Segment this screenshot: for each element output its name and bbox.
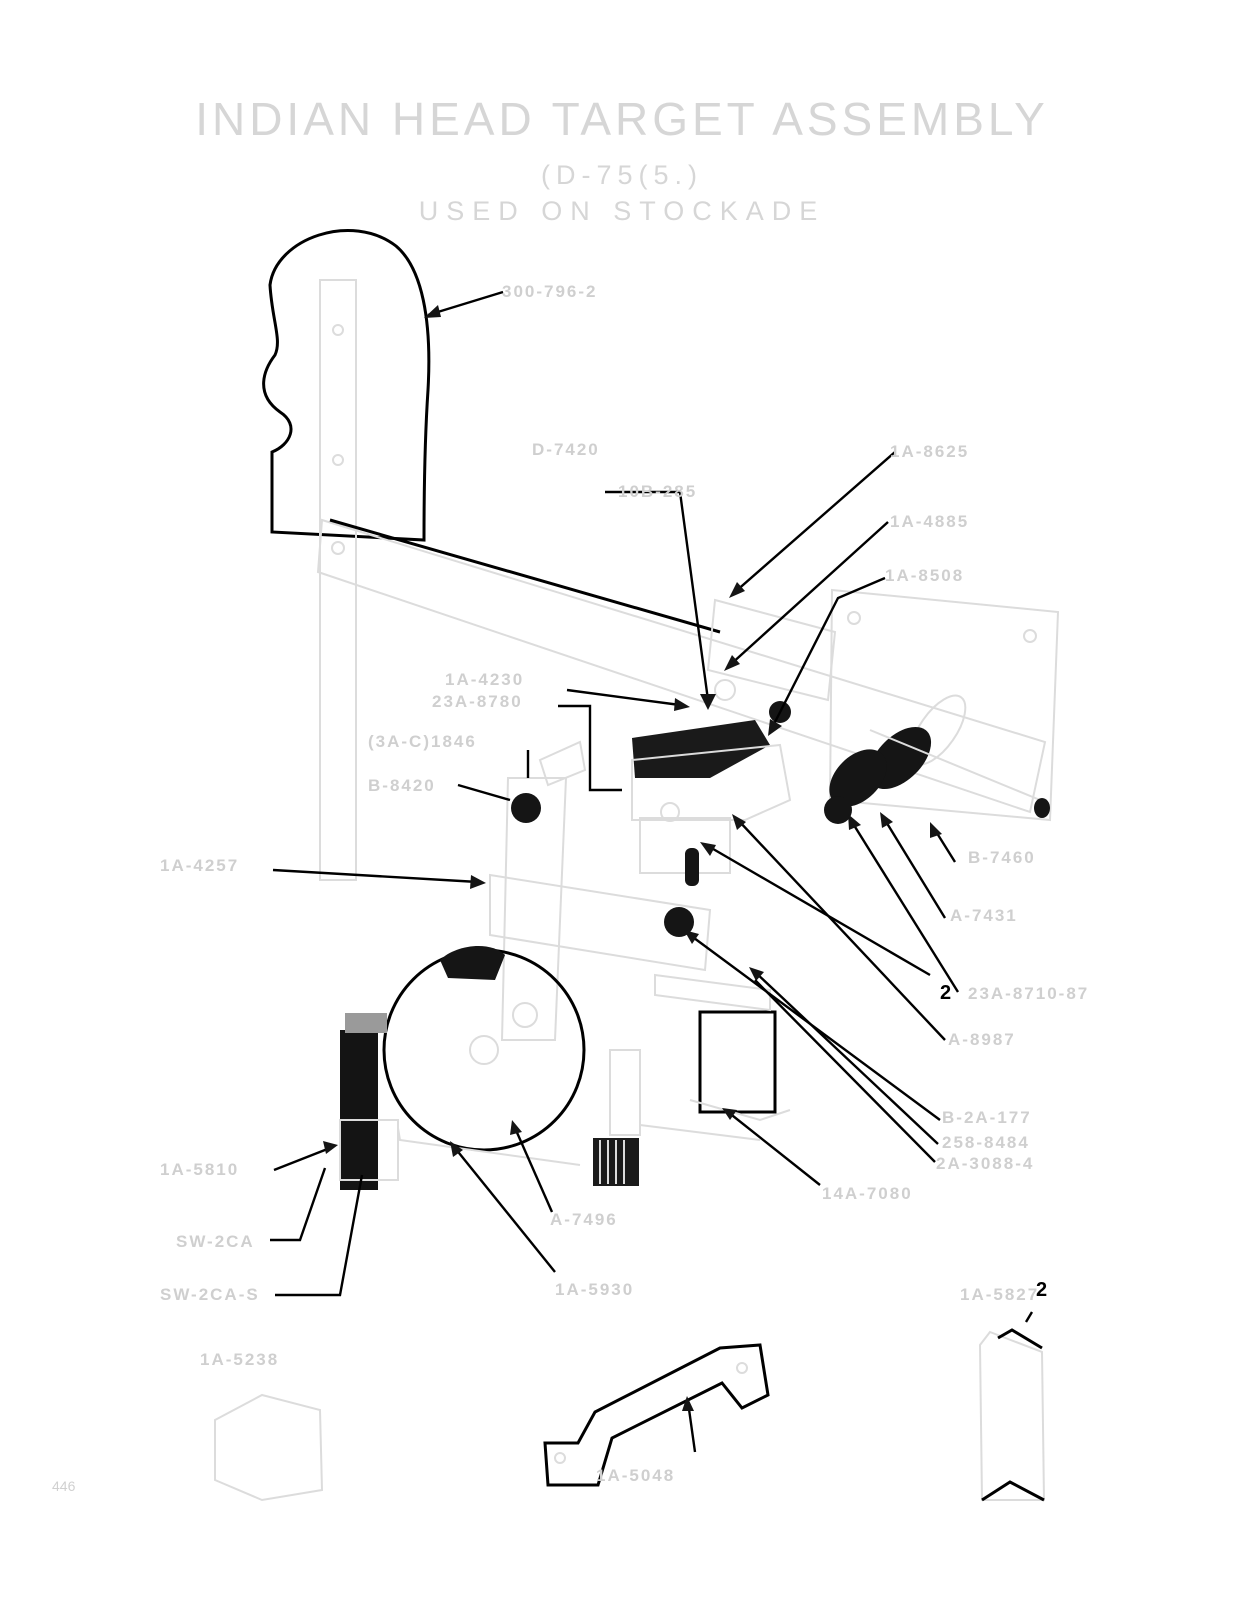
reference-mark: 2 bbox=[1036, 1279, 1048, 1301]
callout-label: 23A-8780 bbox=[432, 692, 523, 711]
mounting-plate bbox=[828, 588, 1060, 822]
callout-label: 1A-4257 bbox=[160, 856, 240, 875]
callout-label: B-8420 bbox=[368, 776, 436, 795]
callout-label: 23A-8710-87 bbox=[968, 984, 1090, 1003]
callout-label: B-2A-177 bbox=[942, 1108, 1032, 1127]
callout-label: A-7496 bbox=[550, 1210, 618, 1229]
diagram-usage: USED ON STOCKADE bbox=[418, 196, 826, 226]
callout-label: 14A-7080 bbox=[822, 1184, 913, 1203]
microswitch bbox=[340, 1030, 378, 1190]
callout-label: 1A-5810 bbox=[160, 1160, 240, 1179]
callout-label: A-7431 bbox=[950, 906, 1018, 925]
callout-label: 10B-285 bbox=[618, 482, 698, 501]
terminal-block bbox=[609, 1049, 641, 1136]
solenoid-coil bbox=[698, 1010, 777, 1114]
latch-block bbox=[632, 720, 770, 778]
reference-mark: 2 bbox=[940, 982, 952, 1004]
callout-label: SW-2CA bbox=[176, 1232, 255, 1251]
callout-label: 1A-4885 bbox=[890, 512, 970, 531]
callout-label: 1A-5048 bbox=[596, 1466, 676, 1485]
callout-label: (3A-C)1846 bbox=[368, 732, 477, 751]
callout-label: 1A-4230 bbox=[445, 670, 525, 689]
callout-label: 1A-8508 bbox=[885, 566, 965, 585]
callout-label: 258-8484 bbox=[942, 1133, 1030, 1152]
callout-label: B-7460 bbox=[968, 848, 1036, 867]
indian-head-target bbox=[262, 229, 431, 542]
motor-body bbox=[382, 948, 586, 1152]
callout-label: A-8987 bbox=[948, 1030, 1016, 1049]
diagram-title: INDIAN HEAD TARGET ASSEMBLY bbox=[195, 93, 1049, 145]
callout-label: 1A-5827 bbox=[960, 1285, 1040, 1304]
callout-label: 300-796-2 bbox=[502, 282, 598, 301]
bracket-1a-5048 bbox=[543, 1343, 770, 1487]
bracket-1a-5238 bbox=[214, 1393, 324, 1502]
target-post bbox=[319, 279, 357, 881]
page-number: 446 bbox=[52, 1478, 76, 1494]
callout-label: D-7420 bbox=[532, 440, 600, 459]
leader-lines bbox=[270, 290, 1034, 1453]
bracket-1a-5827 bbox=[978, 1330, 1046, 1501]
main-arm bbox=[316, 518, 1047, 814]
callout-label: 2A-3088-4 bbox=[936, 1154, 1035, 1173]
callout-label: 1A-5238 bbox=[200, 1350, 280, 1369]
callout-label: SW-2CA-S bbox=[160, 1285, 260, 1304]
callout-label: 1A-8625 bbox=[890, 442, 970, 461]
diagram-code: (D-75(5.) bbox=[540, 160, 703, 190]
callout-label: 1A-5930 bbox=[555, 1280, 635, 1299]
